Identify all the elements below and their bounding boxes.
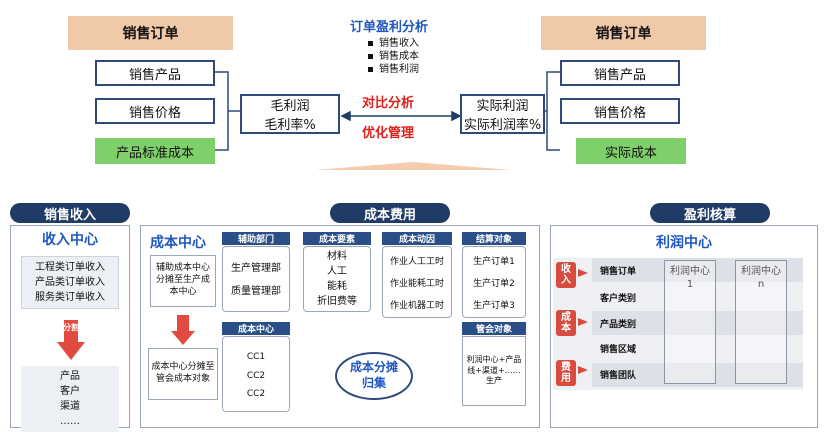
mgmt-box: 利润中心+产品线+渠道+……生产 [462, 336, 526, 406]
cc-alloc-text: 成本中心分摊至管会成本对象 [151, 362, 215, 384]
profit-analysis-block: 订单盈利分析 销售收入 销售成本 销售利润 [350, 16, 470, 76]
settle-list: 生产订单1 生产订单2 生产订单3 [462, 246, 526, 318]
pill-profit-accounting: 盈利核算 [650, 203, 770, 223]
right-item-actual-cost: 实际成本 [576, 138, 686, 164]
pill-cost-expense: 成本费用 [330, 203, 450, 223]
cost-element-item: 能耗 [327, 281, 347, 292]
cost-element-item: 人工 [327, 266, 347, 277]
aux-dept-head: 辅助部门 [222, 232, 290, 245]
profit-center-1-label: 利润中心1 [670, 266, 710, 290]
profit-row-label: 销售订单 [600, 267, 637, 277]
right-item-product: 销售产品 [560, 60, 680, 86]
left-item-std-cost: 产品标准成本 [95, 138, 215, 164]
gross-margin-label: 毛利率% [264, 118, 316, 133]
income-list: 工程类订单收入 产品类订单收入 服务类订单收入 [21, 256, 119, 309]
aux-alloc-text: 辅助成本中心分摊至生产成本中心 [155, 263, 210, 297]
dimension-item: 渠道 [60, 401, 80, 412]
profit-analysis-title: 订单盈利分析 [350, 20, 429, 35]
income-item: 工程类订单收入 [35, 262, 105, 273]
gross-profit-label: 毛利润 [270, 99, 310, 114]
revenue-center-panel: 收入中心 工程类订单收入 产品类订单收入 服务类订单收入 分割 产品 客户 渠道… [10, 225, 130, 432]
cost-center-list: CC1 CC2 CC2 [222, 336, 290, 412]
tag-cost: 成本 [556, 310, 576, 336]
alloc-bubble: 成本分摊归集 [335, 352, 413, 400]
profit-row-label: 销售团队 [600, 371, 637, 381]
cost-center-head: 成本中心 [222, 322, 290, 335]
mgmt-text: 利润中心+产品线+渠道+……生产 [466, 354, 522, 386]
settle-item: 生产订单3 [473, 301, 515, 311]
actual-profit-box: 实际利润 实际利润率% [460, 94, 545, 134]
order-header-right: 销售订单 [541, 16, 706, 50]
profit-center-n-column: 利润中心n [735, 260, 787, 384]
split-label: 分割 [63, 323, 79, 332]
profit-center-n-label: 利润中心n [741, 266, 781, 290]
pill-sales-revenue: 销售收入 [10, 203, 130, 223]
cost-center-item: CC1 [246, 352, 266, 362]
aux-dept-item: 质量管理部 [231, 286, 281, 297]
cc-alloc-box: 成本中心分摊至管会成本对象 [148, 348, 218, 400]
bullet-item: 销售成本 [350, 50, 470, 63]
alloc-bubble-text: 成本分摊归集 [349, 360, 398, 390]
dimension-list: 产品 客户 渠道 …… [21, 366, 119, 432]
right-item-price: 销售价格 [560, 98, 680, 124]
aux-dept-item: 生产管理部 [231, 263, 281, 274]
mgmt-head: 管会对象 [462, 322, 526, 335]
cost-center-title: 成本中心 [150, 235, 206, 251]
tag-expense: 费用 [556, 360, 576, 386]
bullet-item: 销售利润 [350, 63, 470, 76]
optimize-management-label: 优化管理 [362, 126, 415, 141]
dimension-item: 客户 [60, 386, 80, 397]
cost-center-item: CC2 [246, 370, 266, 381]
cost-driver-head: 成本动因 [382, 232, 452, 245]
split-arrow-icon [57, 320, 85, 360]
cost-element-item: 折旧费等 [317, 296, 357, 307]
income-item: 服务类订单收入 [35, 292, 105, 303]
cost-element-head: 成本要素 [303, 232, 371, 245]
settle-item: 生产订单2 [473, 279, 515, 289]
order-header-left: 销售订单 [68, 16, 233, 50]
profit-center-1-column: 利润中心1 [664, 260, 716, 384]
profit-row-label: 销售区域 [600, 345, 637, 355]
cost-center-item: CC2 [246, 389, 266, 399]
profit-row-stripe [592, 258, 803, 282]
settle-head: 结算对象 [462, 232, 526, 245]
cost-element-list: 材料 人工 能耗 折旧费等 [303, 246, 371, 312]
dimension-item: …… [60, 416, 80, 427]
bullet-item: 销售收入 [350, 37, 470, 50]
down-arrow-icon [171, 315, 195, 345]
gross-profit-box: 毛利润 毛利率% [240, 94, 340, 134]
aux-alloc-box: 辅助成本中心分摊至生产成本中心 [150, 255, 216, 307]
profit-row-label: 客户类别 [600, 294, 637, 304]
profit-row-stripe [592, 311, 803, 335]
left-item-price: 销售价格 [95, 98, 215, 124]
cost-driver-item: 作业能耗工时 [389, 279, 444, 289]
cost-driver-item: 作业人工工时 [389, 257, 444, 267]
cost-driver-item: 作业机器工时 [389, 301, 444, 311]
cost-driver-list: 作业人工工时 作业能耗工时 作业机器工时 [382, 246, 452, 318]
income-item: 产品类订单收入 [35, 277, 105, 288]
compare-analysis-label: 对比分析 [362, 96, 415, 111]
tag-revenue: 收入 [556, 262, 576, 288]
dimension-item: 产品 [60, 371, 80, 382]
settle-item: 生产订单1 [473, 257, 515, 267]
tag-arrows [578, 269, 588, 374]
profit-center-title: 利润中心 [656, 235, 712, 251]
profit-row-label: 产品类别 [600, 320, 637, 330]
left-item-product: 销售产品 [95, 60, 215, 86]
aux-dept-list: 生产管理部 质量管理部 [222, 246, 290, 312]
cost-element-item: 材料 [327, 251, 347, 262]
revenue-center-title: 收入中心 [42, 232, 98, 248]
actual-margin-label: 实际利润率% [463, 118, 542, 133]
actual-profit-label: 实际利润 [476, 99, 529, 114]
